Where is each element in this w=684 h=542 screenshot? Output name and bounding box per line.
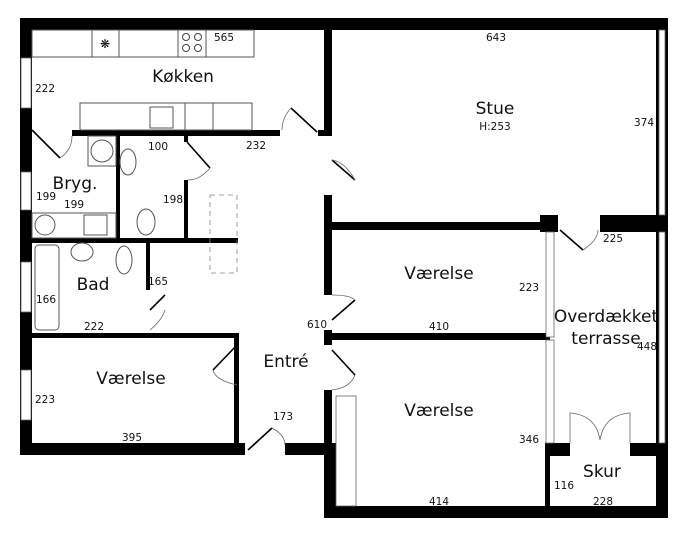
- fixtures: ❋: [31, 29, 255, 331]
- bath-toilet-icon: [115, 245, 133, 275]
- bath-sink-icon: [70, 242, 94, 262]
- dim-kitchen-depth: 222: [35, 83, 55, 95]
- dim-bedroom2-width: 410: [429, 321, 449, 333]
- room-shed: Skur: [583, 462, 621, 482]
- dim-living-width: 643: [486, 32, 506, 44]
- sink-icon: [149, 106, 174, 129]
- room-utility: Bryg.: [53, 174, 98, 194]
- toilet-sink-icon: [119, 148, 137, 176]
- fan-icon: ❋: [100, 37, 110, 51]
- bathtub-icon: [34, 244, 60, 331]
- dim-bath-depth: 166: [36, 294, 56, 306]
- dim-toilet-depth: 198: [163, 194, 183, 206]
- dim-entrance-door: 173: [273, 411, 293, 423]
- room-bedroom-2: Værelse: [404, 264, 473, 284]
- dim-bedroom3-width: 414: [429, 496, 449, 508]
- room-bath: Bad: [77, 275, 110, 295]
- dim-hall-upper: 232: [246, 140, 266, 152]
- dishwasher-icon: [184, 102, 214, 131]
- room-living: Stue: [476, 99, 515, 119]
- dim-bath-door: 165: [148, 276, 168, 288]
- room-terrace-line2: terrasse: [571, 329, 640, 349]
- stove-icon: [182, 33, 202, 52]
- dim-bedroom2-depth: 223: [519, 282, 539, 294]
- room-entrance: Entré: [263, 352, 308, 372]
- dim-bedroom3-depth: 346: [519, 434, 539, 446]
- dim-toilet-width: 100: [148, 141, 168, 153]
- utility-sink-icon: [83, 214, 108, 236]
- room-bedroom-1: Værelse: [96, 369, 165, 389]
- dryer-icon: [34, 214, 56, 236]
- dim-kitchen-width: 565: [214, 32, 234, 44]
- dim-shed-depth: 116: [554, 480, 574, 492]
- dim-shed-width: 228: [593, 496, 613, 508]
- dim-terrace-depth: 448: [637, 341, 657, 353]
- room-terrace-line1: Overdækket: [554, 307, 659, 327]
- dim-utility-width: 199: [64, 199, 84, 211]
- room-kitchen: Køkken: [152, 67, 214, 87]
- doors: [31, 107, 631, 451]
- dim-terrace-width: 225: [603, 233, 623, 245]
- dim-living-depth: 374: [634, 117, 654, 129]
- room-bedroom-3: Værelse: [404, 401, 473, 421]
- toilet-icon: [136, 208, 156, 236]
- ceiling-height: H:253: [479, 121, 510, 133]
- dim-entrance-depth: 610: [307, 319, 327, 331]
- windows: [20, 29, 666, 507]
- attic-hatch: [209, 194, 238, 274]
- dim-bath-width: 222: [84, 321, 104, 333]
- kitchen-counter: [31, 29, 255, 58]
- dim-bedroom1-width: 395: [122, 432, 142, 444]
- dim-utility-depth: 199: [36, 191, 56, 203]
- dim-bedroom1-depth: 223: [35, 394, 55, 406]
